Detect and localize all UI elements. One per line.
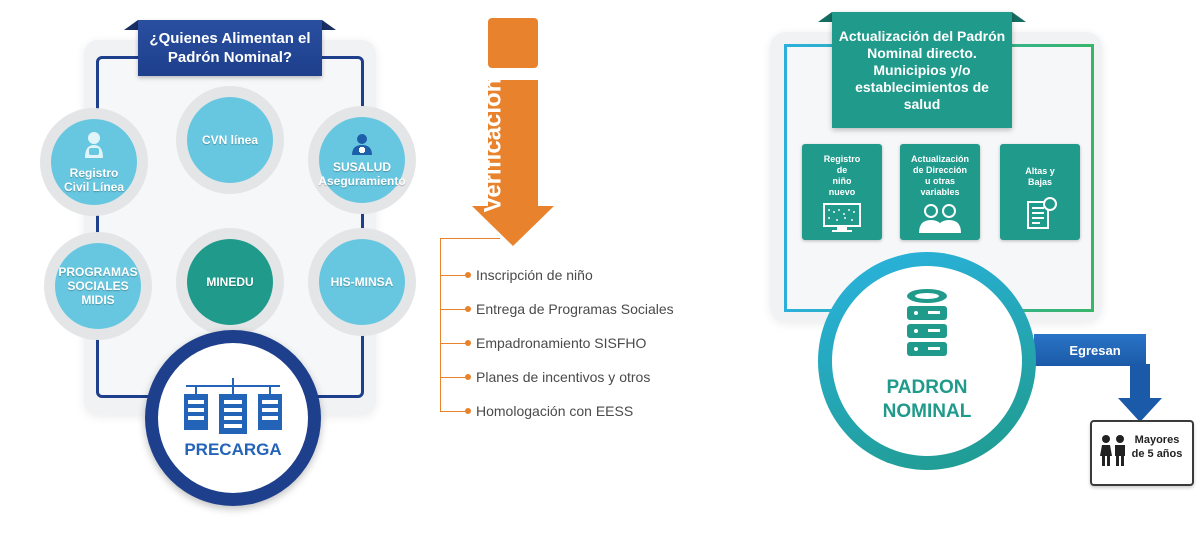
circle-label-line1: PROGRAMAS xyxy=(58,265,138,279)
verificacion-label: Verificación xyxy=(478,77,506,213)
verificacion-arrow-icon xyxy=(472,18,554,246)
list-bracket-line xyxy=(440,238,441,412)
update-box-registro: Registro de niño nuevo xyxy=(802,144,882,240)
box-label-line: de Dirección xyxy=(912,165,968,175)
source-circle-programas-sociales: PROGRAMAS SOCIALES MIDIS xyxy=(44,232,152,340)
circle-label-line2: Aseguramiento xyxy=(318,174,406,188)
padron-label-line2: NOMINAL xyxy=(882,401,972,422)
list-bracket-top xyxy=(440,238,500,239)
list-bullet xyxy=(465,272,471,278)
banner-fold-left xyxy=(124,20,138,30)
box-label-line: Altas y xyxy=(1025,166,1055,176)
circle-label-line1: MINEDU xyxy=(206,275,254,289)
circle-label-line2: SOCIALES xyxy=(67,279,129,293)
monitor-icon xyxy=(823,203,861,232)
left-banner-line1: ¿Quienes Alimentan el xyxy=(149,30,311,47)
circle-inner: Registro Civil Línea xyxy=(51,119,137,205)
right-banner-line: Nominal directo. xyxy=(867,44,977,61)
left-banner-line2: Padrón Nominal? xyxy=(167,49,293,66)
circle-inner: PROGRAMAS SOCIALES MIDIS xyxy=(55,243,141,329)
right-banner-line: establecimientos de xyxy=(855,78,989,95)
box-label-line: nuevo xyxy=(828,187,856,197)
verificacion-label-wrap: Verificación xyxy=(413,78,573,213)
list-connector xyxy=(440,411,466,412)
circle-label-line1: CVN línea xyxy=(201,133,258,147)
precarga-label: PRECARGA xyxy=(184,440,282,459)
users-icon xyxy=(919,204,961,233)
list-item: Homologación con EESS xyxy=(476,403,634,419)
left-banner: ¿Quienes Alimentan el Padrón Nominal? xyxy=(138,20,322,76)
box-label-line: variables xyxy=(920,187,960,197)
list-connector xyxy=(440,343,466,344)
list-item: Planes de incentivos y otros xyxy=(476,369,651,385)
box-label-line: Actualización xyxy=(910,154,969,164)
source-circle-cvn: CVN línea xyxy=(176,86,284,194)
right-banner-line: salud xyxy=(903,95,941,112)
egresan-bar: Egresan xyxy=(1034,334,1146,366)
circle-inner: CVN línea xyxy=(187,97,273,183)
list-bullet xyxy=(465,374,471,380)
list-bullet xyxy=(465,408,471,414)
list-bullet xyxy=(465,340,471,346)
mayores-label-line2: de 5 años xyxy=(1131,448,1183,460)
list-item: Empadronamiento SISFHO xyxy=(476,335,647,351)
document-search-icon xyxy=(1027,197,1057,229)
list-bullet xyxy=(465,306,471,312)
list-connector xyxy=(440,377,466,378)
circle-inner: SUSALUD Aseguramiento xyxy=(318,117,406,203)
list-connector xyxy=(440,309,466,310)
source-circle-his-minsa: HIS-MINSA xyxy=(308,228,416,336)
children-icon xyxy=(1100,435,1125,466)
circle-inner: HIS-MINSA xyxy=(319,239,405,325)
update-box-altas-bajas: Altas y Bajas xyxy=(1000,144,1080,240)
circle-label-line1: SUSALUD xyxy=(332,160,391,174)
circle-label-line1: Registro xyxy=(69,166,119,180)
circle-label-line1: HIS-MINSA xyxy=(330,275,394,289)
circle-inner: MINEDU xyxy=(187,239,273,325)
source-circle-registro-civil: Registro Civil Línea xyxy=(40,108,148,216)
database-icon xyxy=(907,289,947,356)
update-box-direccion: Actualización de Dirección u otras varia… xyxy=(900,144,980,240)
box-label-line: de xyxy=(836,165,848,175)
egresan-arrow-icon xyxy=(1118,364,1162,422)
box-label-line: Registro xyxy=(823,154,861,164)
list-connector xyxy=(440,275,466,276)
circle-label-line2: Civil Línea xyxy=(63,180,125,194)
box-label-line: u otras xyxy=(924,176,955,186)
list-item: Inscripción de niño xyxy=(476,267,593,283)
egresan-label: Egresan xyxy=(1069,342,1121,358)
banner-fold-right xyxy=(1012,12,1026,22)
source-circle-minedu: MINEDU xyxy=(176,228,284,336)
source-circle-susalud: SUSALUD Aseguramiento xyxy=(308,106,416,214)
box-label-line: niño xyxy=(832,176,852,186)
right-banner: Actualización del Padrón Nominal directo… xyxy=(832,12,1012,128)
mayores-label: Mayores de 5 años xyxy=(1126,433,1188,461)
right-banner-line: Actualización del Padrón xyxy=(838,27,1006,44)
mayores-label-line1: Mayores xyxy=(1134,434,1180,446)
server-network-icon xyxy=(184,378,282,434)
list-item: Entrega de Programas Sociales xyxy=(476,301,674,317)
health-user-icon xyxy=(352,134,372,155)
padron-label-line1: PADRON xyxy=(886,377,968,398)
banner-fold-left xyxy=(818,12,832,22)
box-label-line: Bajas xyxy=(1027,177,1053,187)
banner-fold-right xyxy=(322,20,336,30)
right-banner-line: Municipios y/o xyxy=(873,61,971,78)
circle-label-line3: MIDIS xyxy=(81,293,115,307)
baby-icon xyxy=(85,132,103,158)
padron-nominal-label: PADRON NOMINAL xyxy=(832,376,1022,424)
